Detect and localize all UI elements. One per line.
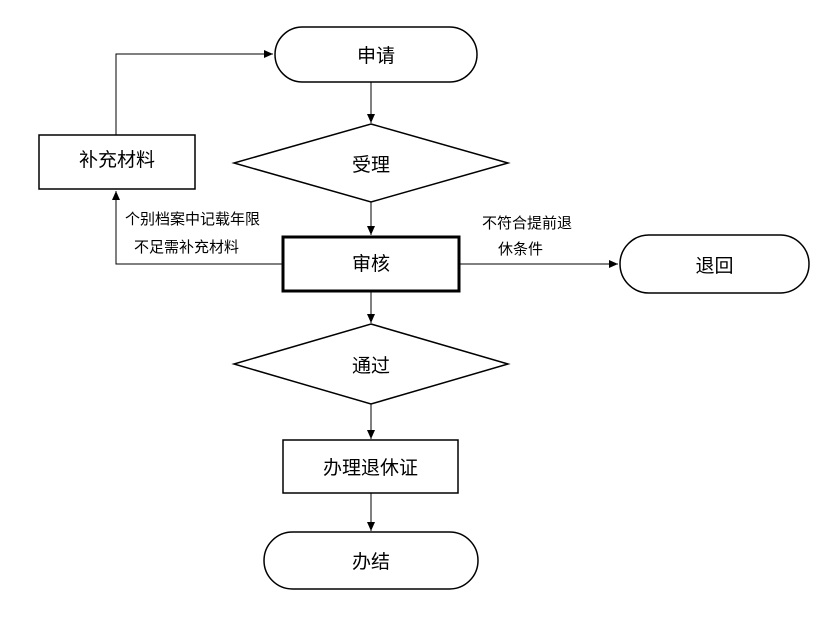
accept-label: 受理 <box>351 153 390 176</box>
pass-label: 通过 <box>351 354 390 377</box>
review-process <box>281 235 461 293</box>
apply-terminal <box>274 26 478 83</box>
arrow-review-to-supplement <box>112 191 283 265</box>
arrow-supplement-to-apply <box>115 50 273 135</box>
supplement-process <box>38 134 196 190</box>
complete-terminal <box>263 531 479 590</box>
certificate-process <box>282 439 459 494</box>
complete-label: 办结 <box>351 551 390 573</box>
return-terminal <box>619 234 810 294</box>
apply-label: 申请 <box>356 45 395 67</box>
supplement-condition-line1: 个别档案中记载年限 <box>125 210 261 228</box>
return-condition-line1: 不符合提前退 <box>482 214 573 232</box>
supplement-condition-line2: 不足需补充材料 <box>134 238 240 256</box>
certificate-label: 办理退休证 <box>322 457 418 479</box>
return-condition-line2: 休条件 <box>498 240 544 258</box>
return-label: 退回 <box>695 254 734 277</box>
supplement-label: 补充材料 <box>78 149 155 171</box>
review-label: 审核 <box>351 252 390 275</box>
